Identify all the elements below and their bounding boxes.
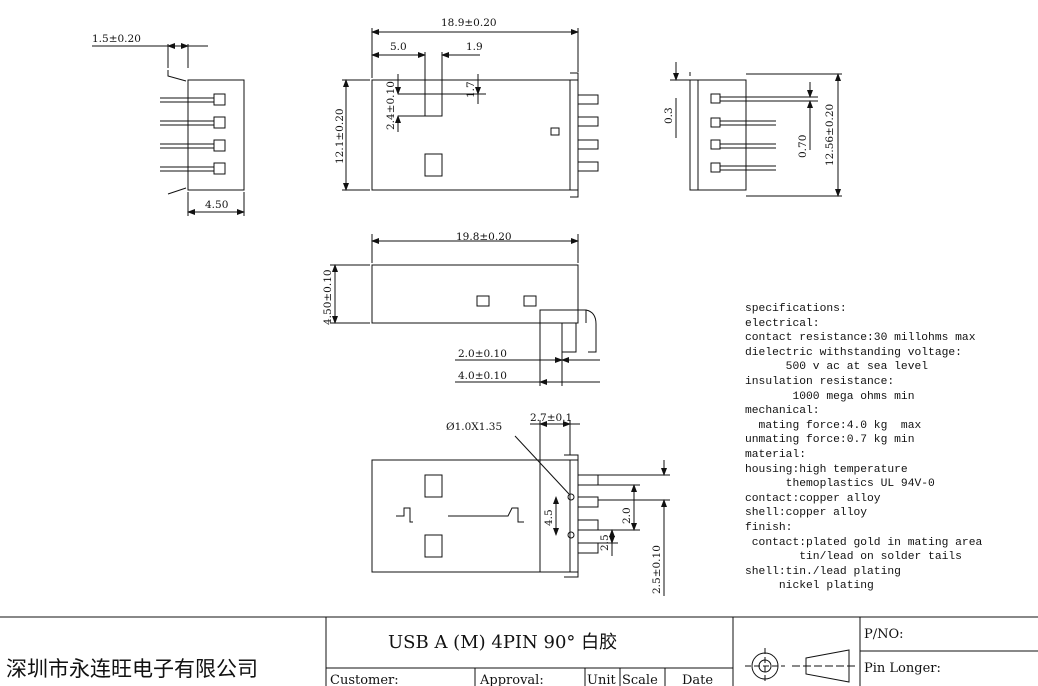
- spec-line: shell:tin./lead plating: [745, 565, 901, 578]
- dim-overall-length: 18.9±0.20: [441, 17, 497, 29]
- dim-side-width: 4.50: [205, 199, 228, 211]
- spec-line: housing:high temperature: [745, 463, 908, 476]
- dim-pin-pitch: 0.70: [797, 135, 809, 158]
- dim-4-5: 4.5: [543, 509, 555, 526]
- spec-line: material:: [745, 448, 807, 461]
- dim-height: 12.1±0.20: [334, 108, 346, 164]
- spec-line: themoplastics UL 94V-0: [745, 478, 935, 491]
- dim-pin-offset-2: 2.0±0.10: [458, 348, 507, 360]
- approval-label: Approval:: [479, 673, 544, 686]
- bottom-view: [371, 420, 670, 596]
- part-number-label: P/NO:: [864, 627, 904, 642]
- scale-label: Scale: [622, 673, 658, 686]
- dim-slot-height: 1.7: [465, 81, 477, 98]
- spec-line: mating force:4.0 kg max: [745, 419, 922, 432]
- spec-line: dielectric withstanding voltage:: [745, 346, 962, 359]
- dim-hole: Ø1.0X1.35: [446, 421, 502, 433]
- dim-top-length: 19.8±0.20: [456, 231, 512, 243]
- spec-line: insulation resistance:: [745, 375, 895, 388]
- spec-line: electrical:: [745, 317, 820, 330]
- spec-line: shell:copper alloy: [745, 507, 868, 520]
- dim-offset-5: 5.0: [390, 41, 407, 53]
- spec-line: mechanical:: [745, 405, 820, 418]
- specifications-block: specifications: electrical: contact resist…: [745, 302, 982, 594]
- spec-line: 1000 mega ohms min: [745, 390, 915, 403]
- unit-label: Unit: [587, 673, 616, 686]
- front-view: [342, 28, 599, 198]
- dim-tab-width: 1.5±0.20: [92, 33, 141, 45]
- dim-2-0: 2.0: [621, 507, 633, 524]
- dim-2-5: 2.5: [599, 534, 611, 551]
- spec-line: specifications:: [745, 303, 847, 315]
- spec-line: unmating force:0.7 kg min: [745, 434, 915, 447]
- spec-line: contact:plated gold in mating area: [745, 536, 983, 549]
- date-label: Date: [682, 673, 713, 686]
- spec-line: 500 v ac at sea level: [745, 361, 929, 374]
- title-block-lines: [0, 616, 1038, 686]
- product-title: USB A (M) 4PIN 90° 白胶: [388, 632, 617, 653]
- spec-line: finish:: [745, 521, 793, 534]
- dim-row-offset: 2.7±0.1: [530, 412, 572, 424]
- company-name: 深圳市永连旺电子有限公司: [6, 657, 258, 681]
- spec-line: contact resistance:30 millohms max: [745, 332, 976, 345]
- dim-pin-gap: 0.3: [663, 107, 675, 124]
- spec-line: contact:copper alloy: [745, 492, 881, 505]
- dim-right-height: 12.56±0.20: [824, 104, 836, 166]
- dim-2-5-tolerance: 2.5±0.10: [651, 545, 663, 594]
- dim-top-thickness: 4.50±0.10: [322, 269, 334, 325]
- right-side-view: [670, 62, 842, 197]
- dim-offset-1-9: 1.9: [466, 41, 483, 53]
- top-view: [330, 234, 600, 386]
- dim-pin-offset-4: 4.0±0.10: [458, 370, 507, 382]
- customer-label: Customer:: [330, 673, 399, 686]
- spec-line: nickel plating: [745, 580, 874, 593]
- dim-slot-position: 2.4±0.10: [385, 81, 397, 130]
- pin-longer-label: Pin Longer:: [864, 661, 941, 676]
- left-side-view: [92, 43, 245, 216]
- spec-line: tin/lead on solder tails: [745, 551, 962, 564]
